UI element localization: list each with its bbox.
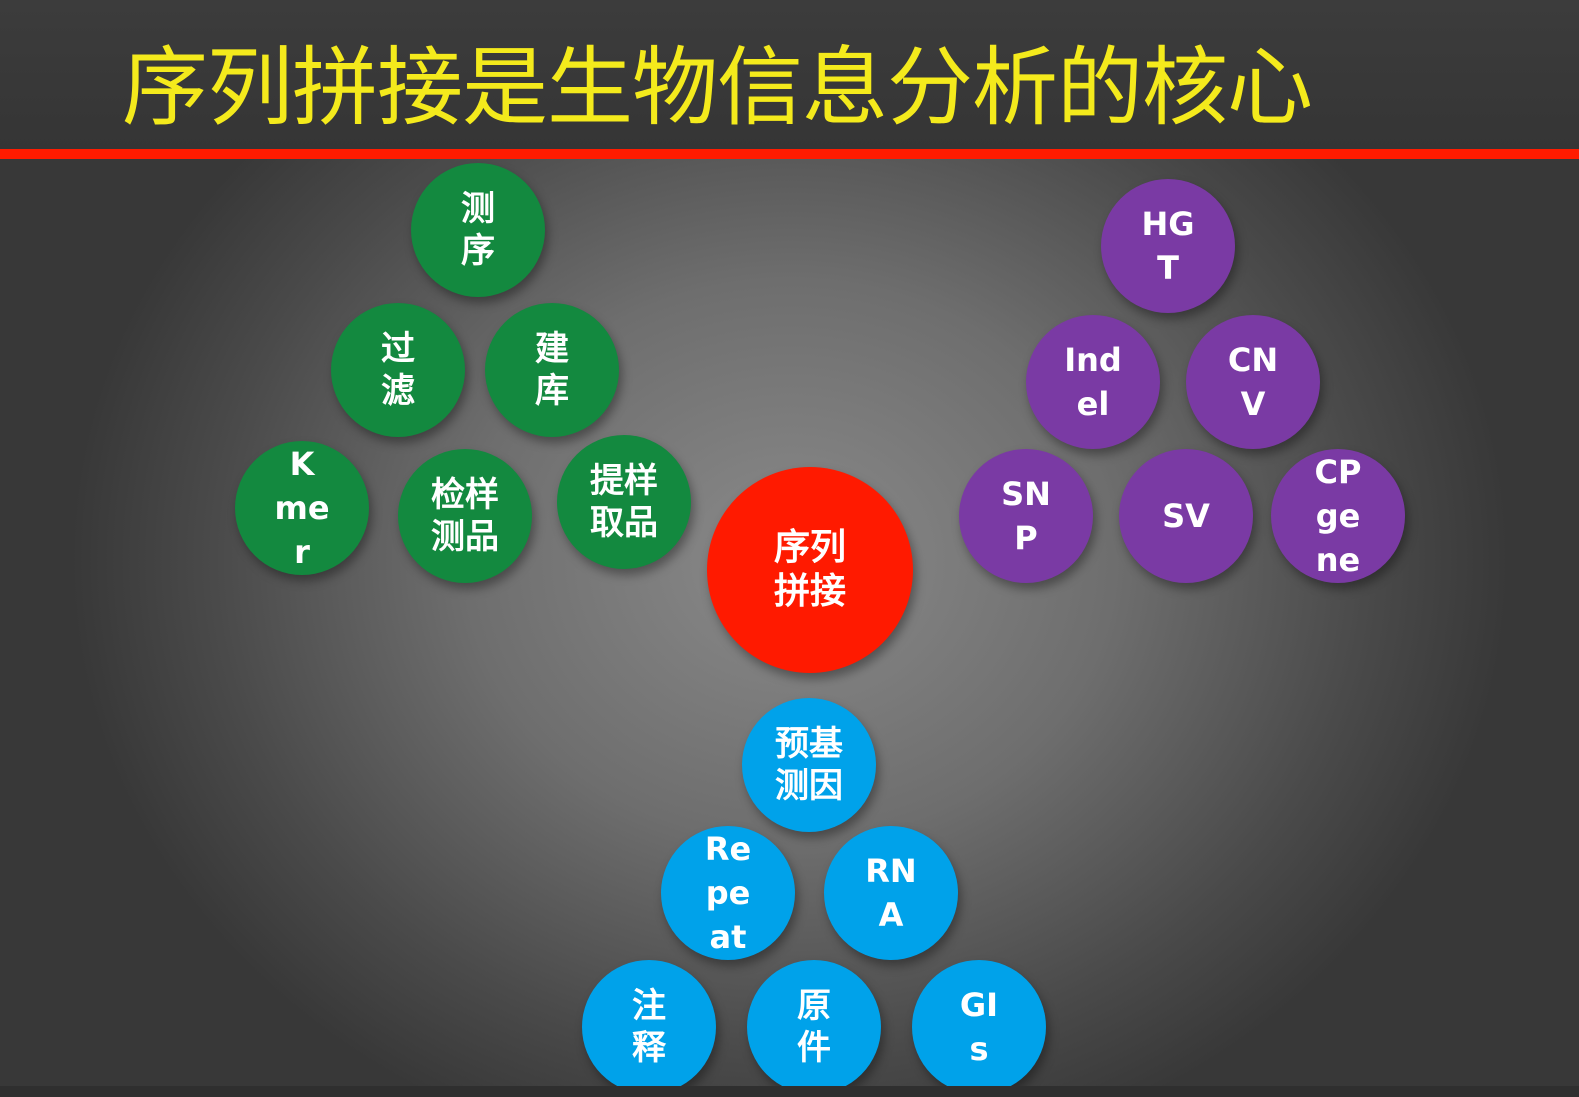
node-library: 建 库 xyxy=(485,303,619,437)
node-sequence-assembly: 序列 拼接 xyxy=(707,467,913,673)
node-sequencing: 测 序 xyxy=(411,163,545,297)
node-hgt: HG T xyxy=(1101,179,1235,313)
node-gis: GI s xyxy=(912,960,1046,1094)
slide-title: 序列拼接是生物信息分析的核心 xyxy=(122,38,1313,138)
node-sv: SV xyxy=(1119,449,1253,583)
node-cnv: CN V xyxy=(1186,315,1320,449)
title-underline xyxy=(0,149,1579,159)
node-sample-qc: 检样 测品 xyxy=(398,449,532,583)
node-element-annotation: 注 释 xyxy=(582,960,716,1094)
node-indel: Ind el xyxy=(1026,315,1160,449)
node-repeat: Re pe at xyxy=(661,826,795,960)
node-kmer: K me r xyxy=(235,441,369,575)
node-sample-extract: 提样 取品 xyxy=(557,435,691,569)
node-filtering: 过 滤 xyxy=(331,303,465,437)
title-bar: 序列拼接是生物信息分析的核心 xyxy=(0,0,1579,150)
bottom-edge xyxy=(0,1086,1579,1097)
node-rna: RN A xyxy=(824,826,958,960)
node-element: 原 件 xyxy=(747,960,881,1094)
node-gene-prediction: 预基 测因 xyxy=(742,698,876,832)
node-cpgene: CP ge ne xyxy=(1271,449,1405,583)
node-snp: SN P xyxy=(959,449,1093,583)
